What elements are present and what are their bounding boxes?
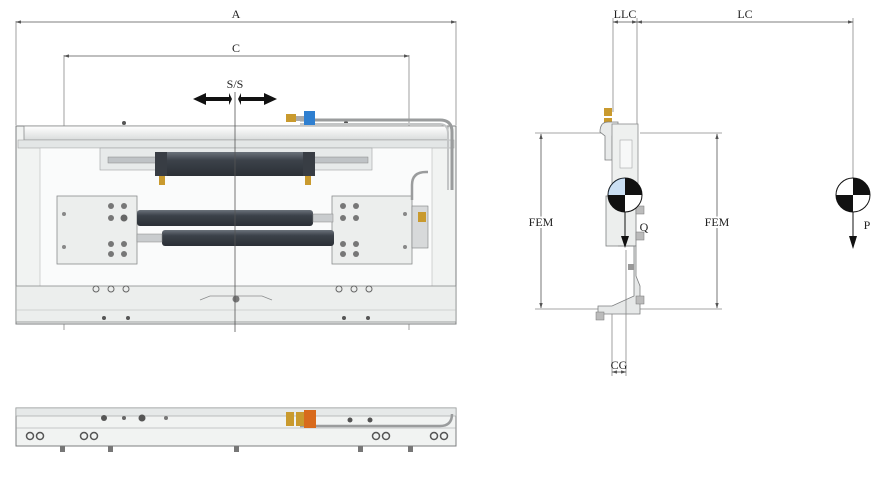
- fem-right-label: FEM: [705, 215, 730, 229]
- lower-cylinders: [136, 210, 334, 246]
- blue-fitting-icon: [304, 111, 315, 125]
- bottom-view: [15, 407, 457, 452]
- center-gravity-label: CG: [611, 358, 628, 372]
- left-mounting-plate: [56, 195, 138, 265]
- side-shift-label: S/S: [227, 77, 244, 91]
- dimension-fem-right: FEM: [640, 132, 732, 310]
- dimension-a-label: A: [232, 7, 241, 21]
- side-view: LLC LC FEM FEM: [527, 7, 871, 376]
- dimension-a: A: [15, 7, 457, 125]
- dimension-llc-label: LLC: [614, 7, 637, 21]
- side-shift-arrows: S/S: [193, 77, 277, 105]
- load-q-label: Q: [640, 220, 649, 234]
- bottom-holes: [92, 285, 373, 320]
- right-mounting-plate: [331, 195, 429, 265]
- front-view: A C S/S: [15, 7, 457, 332]
- orange-fitting-icon: [304, 410, 316, 428]
- dimension-cg: CG: [611, 250, 628, 376]
- hydraulic-line: [286, 111, 454, 200]
- load-q: Q: [621, 212, 649, 248]
- dimension-llc: LLC: [612, 7, 638, 180]
- load-p-label: P: [864, 218, 871, 232]
- dimension-lc: LC: [636, 7, 854, 178]
- side-profile: [595, 108, 645, 321]
- dimension-fem-left: FEM: [527, 132, 610, 310]
- fem-left-label: FEM: [529, 215, 554, 229]
- load-p: P: [835, 177, 871, 249]
- center-of-gravity-symbol: [607, 177, 643, 213]
- dimension-lc-label: LC: [737, 7, 752, 21]
- dimension-c-label: C: [232, 41, 240, 55]
